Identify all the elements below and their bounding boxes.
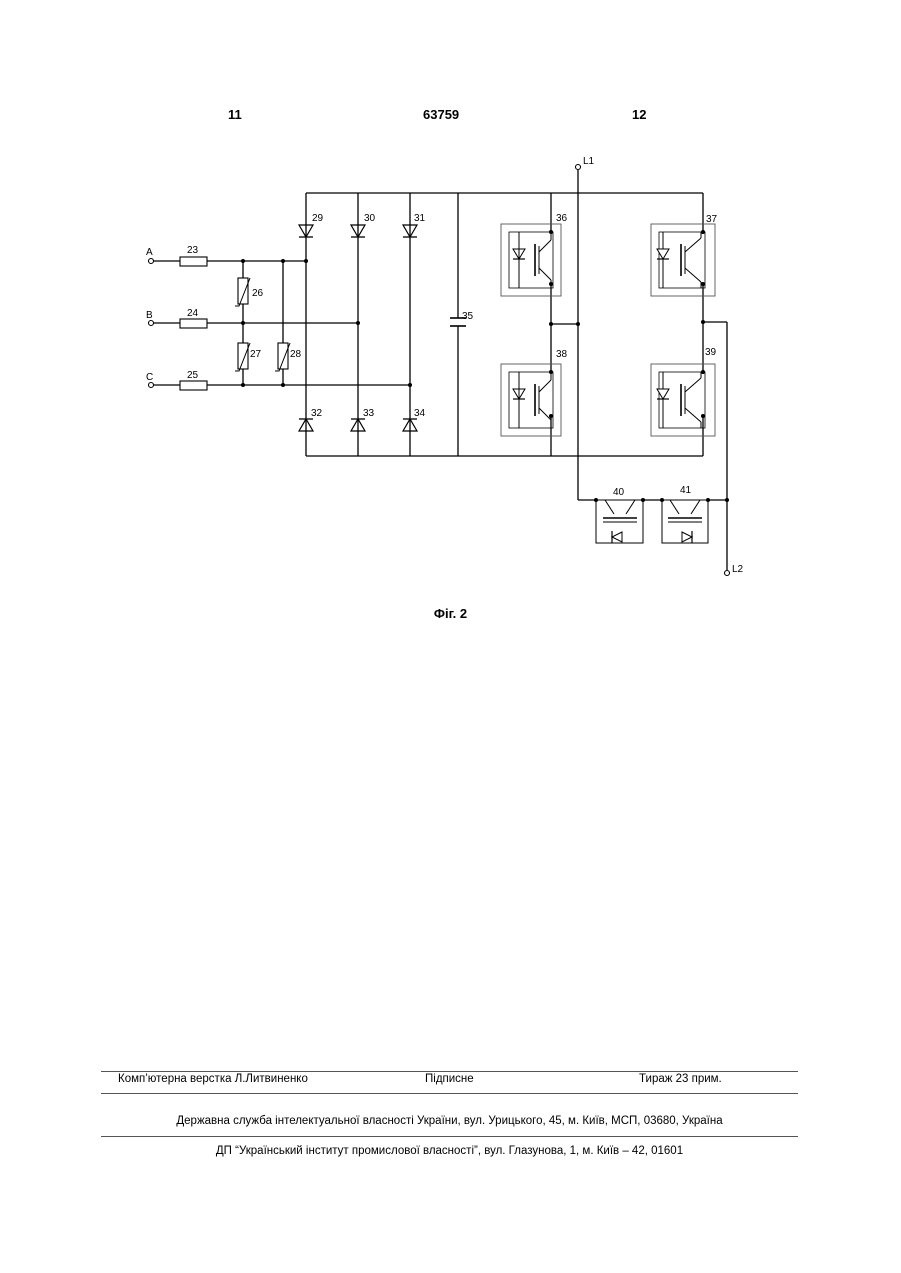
label-40: 40: [613, 487, 625, 498]
label-34: 34: [414, 408, 426, 419]
footer-rule-top: [101, 1071, 798, 1072]
varistor-28: [275, 343, 290, 371]
fuse-24: [180, 319, 207, 328]
label-24: 24: [187, 308, 199, 319]
igbt-module-37: [651, 224, 715, 296]
label-41: 41: [680, 485, 692, 496]
fuse-25: [180, 381, 207, 390]
terminal-c: [149, 383, 154, 388]
label-35: 35: [462, 311, 474, 322]
footer-circulation: Тираж 23 прим.: [639, 1073, 722, 1085]
terminal-label-b: B: [146, 310, 153, 321]
varistor-27: [235, 343, 250, 371]
terminal-b: [149, 321, 154, 326]
label-31: 31: [414, 213, 426, 224]
label-26: 26: [252, 288, 264, 299]
footer-layout-credit: Комп’ютерна верстка Л.Литвиненко: [118, 1073, 308, 1085]
label-28: 28: [290, 349, 302, 360]
circuit-diagram: A B C L1 L2 23 24 25 26 27 28 29 30 31 3…: [0, 0, 901, 600]
label-33: 33: [363, 408, 375, 419]
label-38: 38: [556, 349, 568, 360]
terminal-l2: [725, 571, 730, 576]
footer-rule-middle: [101, 1093, 798, 1094]
label-30: 30: [364, 213, 376, 224]
footer-institute-address: ДП “Український інститут промислової вла…: [101, 1145, 798, 1157]
label-27: 27: [250, 349, 262, 360]
label-23: 23: [187, 245, 199, 256]
footer-rule-bottom: [101, 1136, 798, 1137]
label-32: 32: [311, 408, 323, 419]
label-39: 39: [705, 347, 717, 358]
fuse-23: [180, 257, 207, 266]
figure-caption: Фіг. 2: [0, 606, 901, 621]
label-25: 25: [187, 370, 199, 381]
terminal-a: [149, 259, 154, 264]
label-36: 36: [556, 213, 568, 224]
footer-office-address: Державна служба інтелектуальної власност…: [101, 1115, 798, 1127]
terminal-label-l2: L2: [732, 564, 744, 575]
igbt-module-38: [501, 364, 561, 436]
label-37: 37: [706, 214, 718, 225]
switch-module-41: [662, 500, 708, 543]
igbt-module-39: [651, 364, 715, 436]
label-29: 29: [312, 213, 324, 224]
footer-signed: Підписне: [425, 1073, 474, 1085]
switch-module-40: [596, 500, 643, 543]
terminal-l1: [576, 165, 581, 170]
terminal-label-l1: L1: [583, 156, 595, 167]
terminal-label-c: C: [146, 372, 153, 383]
terminal-label-a: A: [146, 247, 153, 258]
junction-dots: [241, 230, 729, 502]
varistor-26: [235, 278, 250, 306]
